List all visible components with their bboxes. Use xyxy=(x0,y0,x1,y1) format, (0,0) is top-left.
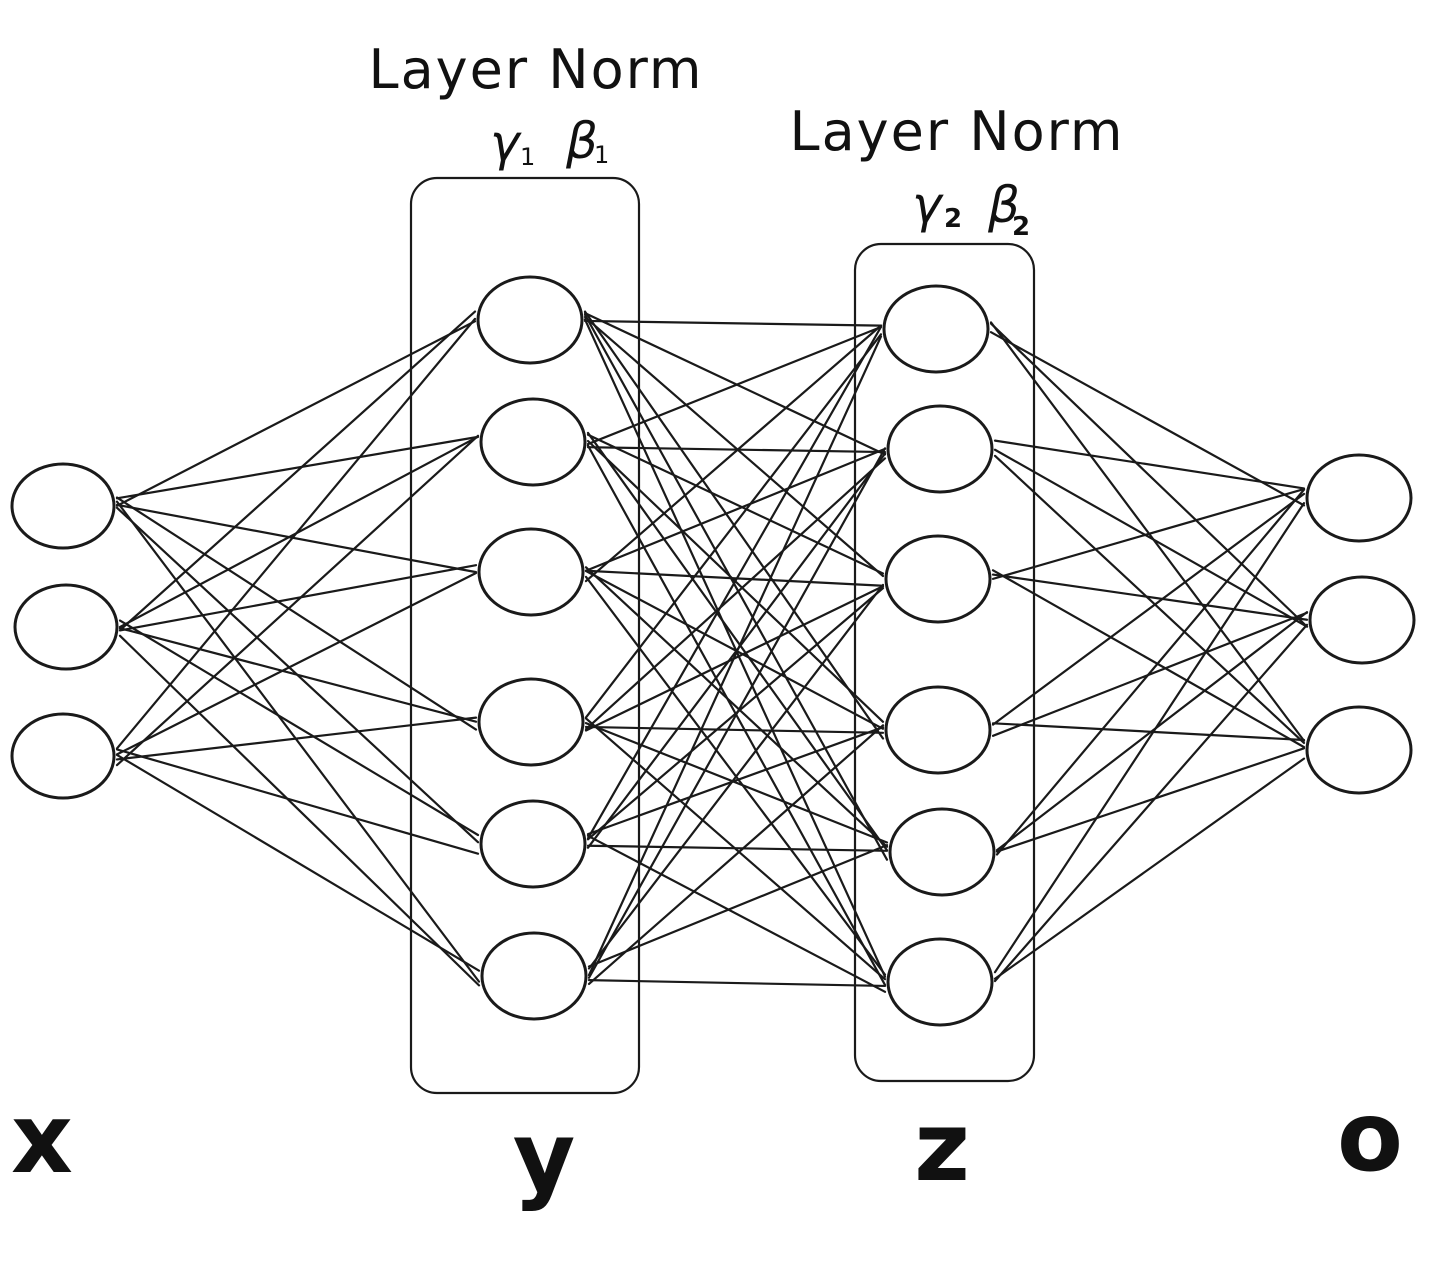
node-y-2 xyxy=(479,397,587,487)
layer-norm-params-2: γ 2 β 2 xyxy=(912,176,1030,242)
node-x-2 xyxy=(13,583,119,671)
edge-z2-o3 xyxy=(993,454,1306,745)
gamma-subscript-1: 1 xyxy=(520,143,535,171)
edge-y1-z1 xyxy=(583,319,883,327)
layer-norm-params-1: γ 1 β 1 xyxy=(490,112,609,172)
node-o-2 xyxy=(1308,575,1416,665)
edge-y6-z4 xyxy=(587,724,885,986)
edge-x2-y2 xyxy=(118,435,480,629)
edge-y2-z3 xyxy=(586,433,885,575)
edge-x2-y4 xyxy=(118,627,478,723)
edge-y5-z4 xyxy=(586,726,885,836)
edge-z4-o3 xyxy=(991,722,1306,742)
edge-z6-o1 xyxy=(993,502,1306,974)
edge-y2-z1 xyxy=(586,325,883,446)
beta-subscript-1: 1 xyxy=(594,141,609,169)
connection-lines xyxy=(115,310,1309,993)
layer-norm-title-1: Layer Norm xyxy=(368,38,703,101)
edge-x1-y2 xyxy=(115,435,480,500)
gamma-subscript-2: 2 xyxy=(944,204,962,234)
edge-y4-z2 xyxy=(584,457,887,731)
edge-z1-o3 xyxy=(989,321,1306,742)
node-z-1 xyxy=(882,284,990,374)
beta-symbol-1: β xyxy=(565,112,598,170)
node-z-3 xyxy=(884,534,992,624)
edge-y6-z6 xyxy=(587,979,887,988)
edge-y1-z6 xyxy=(583,318,887,978)
edge-z3-o1 xyxy=(991,487,1306,580)
edge-y5-z6 xyxy=(586,834,887,993)
node-y-1 xyxy=(476,275,584,365)
edge-x3-y3 xyxy=(115,571,478,756)
edge-z6-o3 xyxy=(993,757,1306,980)
edge-z1-o1 xyxy=(989,331,1306,507)
edge-y3-z3 xyxy=(584,569,885,587)
layer-label-x: x xyxy=(11,1083,73,1195)
edge-y1-z3 xyxy=(583,315,885,578)
layer-norm-title-2: Layer Norm xyxy=(789,100,1124,163)
edge-z2-o1 xyxy=(993,439,1306,490)
edge-y4-z4 xyxy=(584,725,885,734)
edge-z4-o1 xyxy=(991,492,1306,726)
edge-x1-y3 xyxy=(115,503,478,574)
edge-z2-o2 xyxy=(993,448,1309,628)
layer-label-z: z xyxy=(914,1091,970,1203)
edge-y6-z1 xyxy=(587,335,883,977)
node-y-4 xyxy=(477,677,585,767)
edge-x1-y6 xyxy=(115,500,481,983)
edge-z1-o2 xyxy=(989,322,1309,628)
gamma-symbol-1: γ xyxy=(490,114,522,172)
edge-z5-o3 xyxy=(995,747,1306,853)
beta-subscript-2: 2 xyxy=(1012,212,1030,242)
node-x-3 xyxy=(10,712,116,800)
node-y-3 xyxy=(477,527,585,617)
edge-x2-y5 xyxy=(118,619,480,837)
edge-x3-y1 xyxy=(115,317,477,750)
layer-label-o: o xyxy=(1337,1081,1403,1193)
node-z-5 xyxy=(888,807,996,897)
neuron-nodes xyxy=(10,275,1416,1027)
node-z-4 xyxy=(884,685,992,775)
edge-x3-y4 xyxy=(115,716,478,761)
node-z-2 xyxy=(886,404,994,494)
edge-z6-o2 xyxy=(993,623,1309,983)
edge-y4-z1 xyxy=(584,333,883,719)
edge-z3-o3 xyxy=(991,569,1306,749)
node-z-6 xyxy=(886,937,994,1027)
layer-norm-box-1 xyxy=(409,176,641,1095)
edge-y4-z5 xyxy=(584,721,889,844)
edge-y3-z5 xyxy=(584,566,889,848)
edge-x2-y1 xyxy=(118,310,477,632)
edge-z3-o2 xyxy=(991,573,1309,621)
edge-y2-z5 xyxy=(586,431,889,852)
beta-symbol-2: β xyxy=(987,176,1020,234)
edge-y3-z2 xyxy=(584,447,887,572)
node-o-3 xyxy=(1305,705,1413,795)
edge-x3-y2 xyxy=(115,434,480,767)
edge-x1-y1 xyxy=(115,320,477,507)
gamma-symbol-2: γ xyxy=(912,176,944,234)
edge-x2-y6 xyxy=(118,634,481,987)
edge-x1-y4 xyxy=(115,496,478,731)
edge-y5-z1 xyxy=(586,325,883,840)
edge-y3-z1 xyxy=(584,324,883,583)
node-x-1 xyxy=(10,462,116,550)
edge-y5-z5 xyxy=(586,844,889,852)
edge-y1-z5 xyxy=(583,313,889,861)
edge-x3-y5 xyxy=(115,748,480,855)
layer-label-y: y xyxy=(513,1101,576,1213)
edge-y6-z3 xyxy=(587,583,885,970)
node-y-5 xyxy=(479,799,587,889)
edge-z5-o2 xyxy=(995,611,1309,852)
layer-norm-box-2 xyxy=(853,242,1036,1083)
edge-x3-y6 xyxy=(115,753,481,972)
edge-y1-z2 xyxy=(583,311,887,456)
edge-z5-o1 xyxy=(995,488,1306,856)
edge-y3-z4 xyxy=(584,569,885,730)
edge-x2-y3 xyxy=(118,564,478,632)
node-y-6 xyxy=(480,931,588,1021)
node-o-1 xyxy=(1305,453,1413,543)
